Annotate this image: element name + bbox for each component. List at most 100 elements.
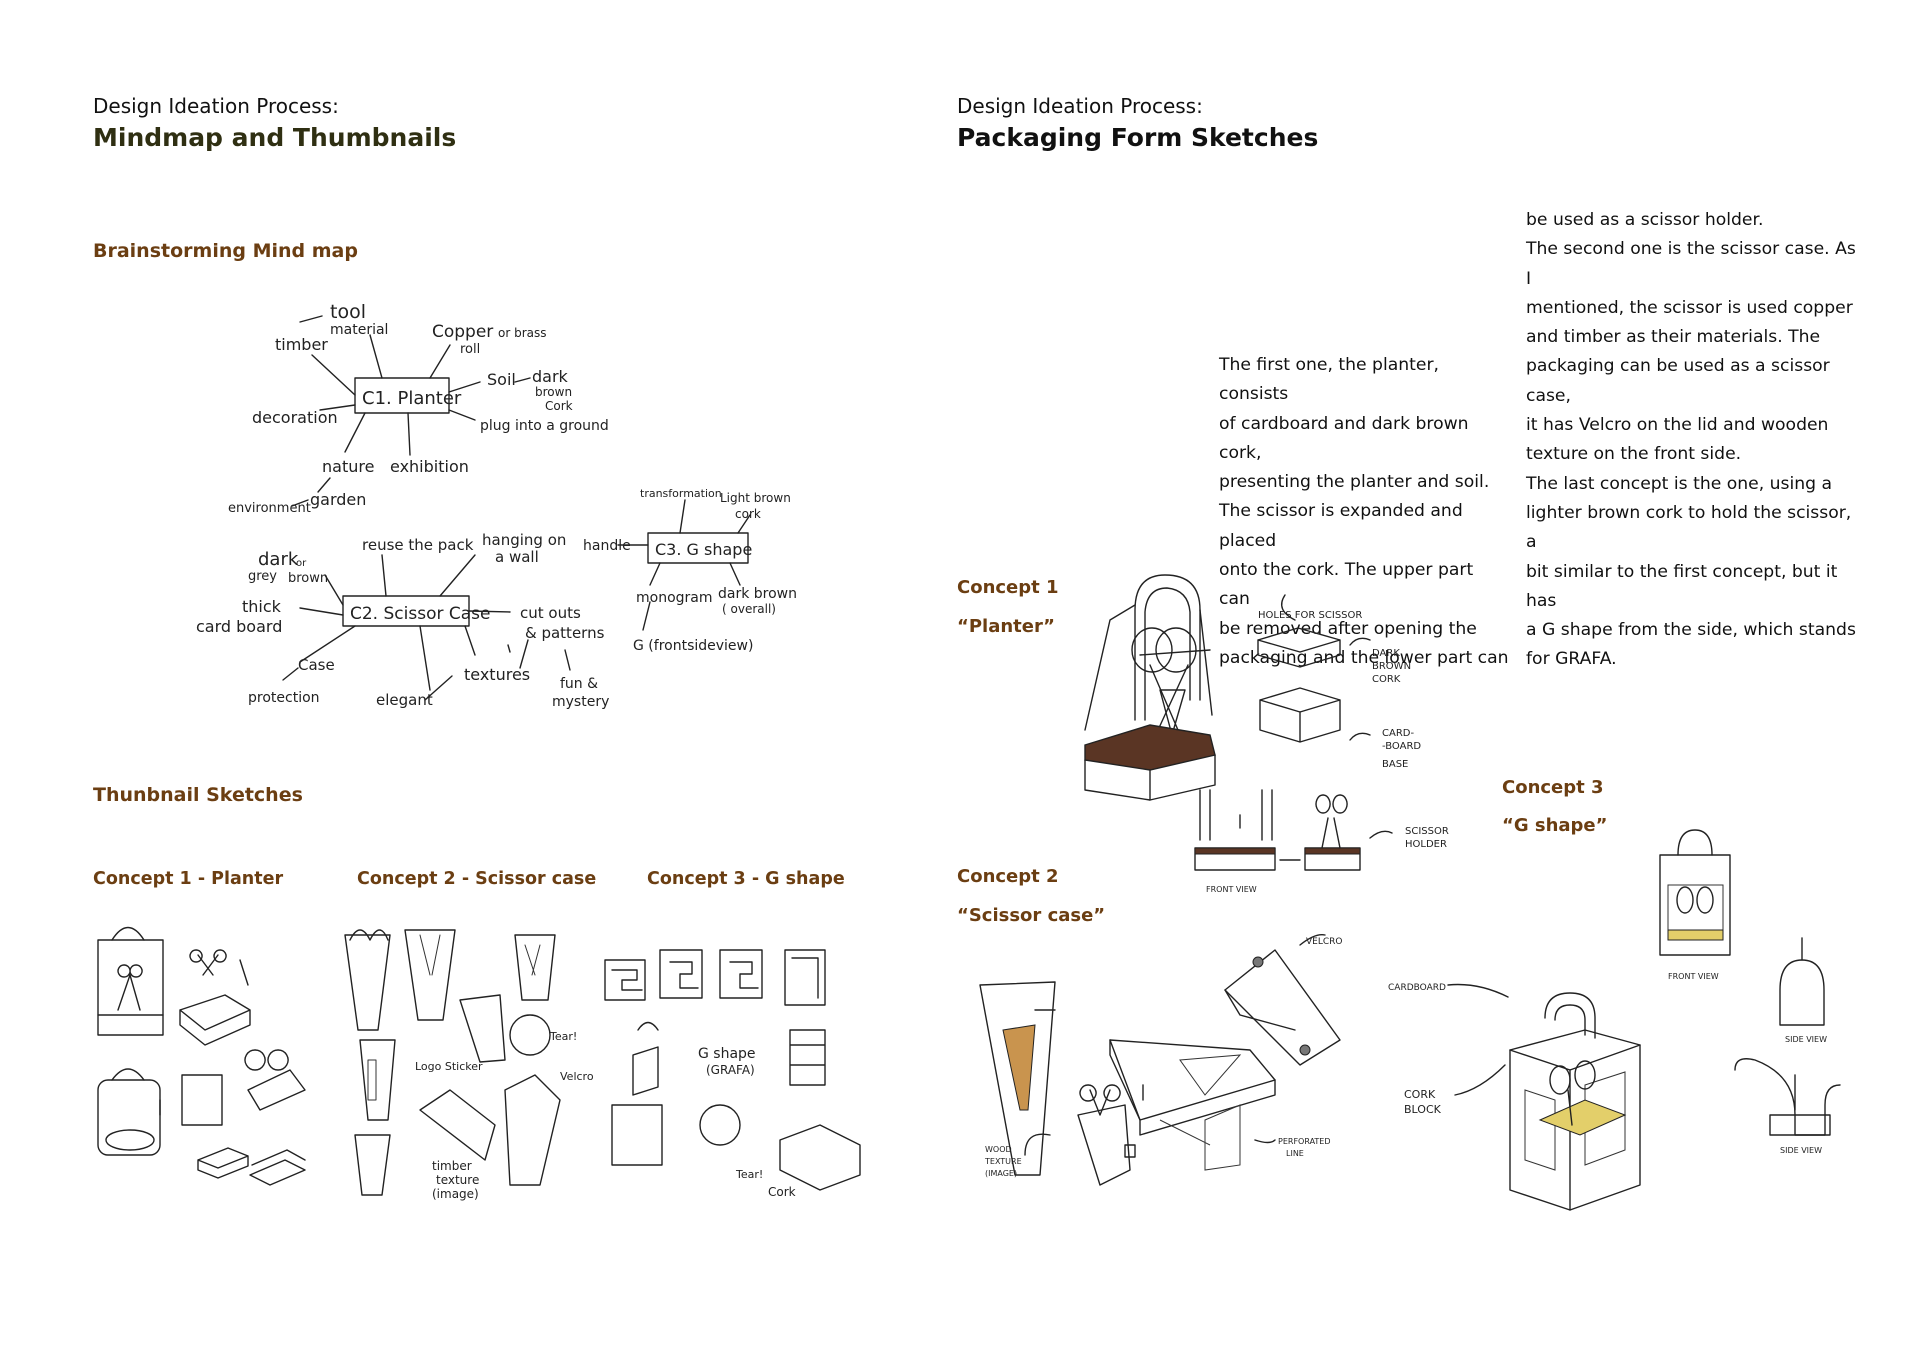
p2-line: bit similar to the first concept, but it… xyxy=(1526,561,1838,611)
word-copper: Copper xyxy=(432,322,493,342)
p1-line: presenting the planter and soil. xyxy=(1219,472,1490,493)
word-patterns: & patterns xyxy=(525,624,605,642)
concept3-name: “G shape” xyxy=(1502,815,1608,836)
p2-line: for GRAFA. xyxy=(1526,649,1617,670)
word-brown: brown xyxy=(535,385,572,399)
left-kicker: Design Ideation Process: xyxy=(93,94,339,118)
word-monogram: monogram xyxy=(636,590,713,606)
p1-line: be removed after opening the xyxy=(1219,618,1477,639)
thumb-texture: texture xyxy=(436,1173,479,1187)
note-block: BLOCK xyxy=(1404,1103,1442,1116)
thumb-tear: Tear! xyxy=(549,1030,577,1043)
word-nature: nature xyxy=(322,457,374,476)
word-case: Case xyxy=(298,656,335,674)
p1-line: The first one, the planter, consists xyxy=(1219,355,1440,405)
thumb-cork: Cork xyxy=(768,1185,796,1199)
note-cardboard: CARDBOARD xyxy=(1388,983,1446,993)
concept2-name: “Scissor case” xyxy=(957,905,1106,926)
word-brown2: brown xyxy=(288,571,328,586)
note-side-view: SIDE VIEW xyxy=(1785,1035,1827,1044)
note-card: CARD- xyxy=(1382,728,1414,739)
word-protection: protection xyxy=(248,690,320,706)
word-g-front: G (frontsideview) xyxy=(633,638,753,654)
word-handle: handle xyxy=(583,538,631,554)
thumb-concept2-label: Concept 2 - Scissor case xyxy=(357,869,597,889)
word-textures: textures xyxy=(464,665,530,684)
thumb-tear2: Tear! xyxy=(735,1168,763,1181)
right-kicker: Design Ideation Process: xyxy=(957,94,1203,118)
p2-line: texture on the front side. xyxy=(1526,444,1742,465)
note-front-view: FRONT VIEW xyxy=(1206,885,1257,894)
thumb-concept3-label: Concept 3 - G shape xyxy=(647,869,845,889)
note-front-view2: FRONT VIEW xyxy=(1668,972,1719,981)
note-wood: WOOD xyxy=(985,1145,1012,1154)
word-grey: grey xyxy=(248,569,277,584)
word-cork2: cork xyxy=(735,507,761,521)
word-a-wall: a wall xyxy=(495,548,539,566)
right-page-title: Packaging Form Sketches xyxy=(957,123,1319,152)
c3-box xyxy=(647,532,749,564)
note-brown: BROWN xyxy=(1372,661,1411,672)
note-texture: TEXTURE xyxy=(984,1157,1022,1166)
word-cork: Cork xyxy=(545,399,573,413)
p2-line: The last concept is the one, using a xyxy=(1526,473,1833,494)
thumb-velcro: Velcro xyxy=(560,1070,594,1083)
word-or: or xyxy=(296,558,307,569)
note-cork-cap: CORK xyxy=(1404,1088,1436,1101)
word-fun: fun & xyxy=(560,676,598,692)
note-perforated: PERFORATED xyxy=(1278,1137,1331,1146)
word-transformation: transformation xyxy=(640,487,722,500)
concept1-name: “Planter” xyxy=(957,616,1056,637)
word-tool: tool xyxy=(330,301,366,323)
word-soil: Soil xyxy=(487,370,516,389)
thumbs-concept2 xyxy=(344,929,561,1196)
c1-label: C1. Planter xyxy=(362,388,462,409)
p1-line: onto the cork. The upper part can xyxy=(1219,560,1474,610)
left-page-title: Mindmap and Thumbnails xyxy=(93,123,457,152)
mind-map-lines xyxy=(282,315,751,701)
word-plug: plug into a ground xyxy=(480,418,609,434)
g-shape-sketch xyxy=(1447,829,1841,1211)
concept1-label: Concept 1 xyxy=(957,577,1059,598)
word-exhibition: exhibition xyxy=(390,457,469,476)
thumb-concept1-label: Concept 1 - Planter xyxy=(93,869,284,889)
note-image: (IMAGE) xyxy=(985,1169,1017,1178)
word-dark-brown: dark brown xyxy=(718,586,797,602)
p2-line: packaging can be used as a scissor case, xyxy=(1526,356,1830,406)
p1-line: of cardboard and dark brown cork, xyxy=(1219,413,1469,463)
p2-line: a G shape from the side, which stands xyxy=(1526,620,1856,641)
word-overall: ( overall) xyxy=(722,602,776,616)
note-cork: CORK xyxy=(1372,674,1401,685)
p2-line: and timber as their materials. The xyxy=(1526,327,1821,348)
word-dark: dark xyxy=(532,367,569,386)
note-line: LINE xyxy=(1286,1149,1304,1158)
thumb-grafa: (GRAFA) xyxy=(706,1063,755,1077)
word-environment: environment xyxy=(228,501,311,516)
note-board: -BOARD xyxy=(1382,741,1421,752)
note-holder: HOLDER xyxy=(1405,839,1447,850)
mindmap-heading: Brainstorming Mind map xyxy=(93,240,358,262)
note-side-view2: SIDE VIEW xyxy=(1780,1146,1822,1155)
c3-label: C3. G shape xyxy=(655,540,752,559)
note-base: BASE xyxy=(1382,759,1408,770)
planter-sketch xyxy=(1084,574,1216,801)
planter-exploded xyxy=(1194,594,1393,871)
p2-line: lighter brown cork to hold the scissor, … xyxy=(1526,502,1852,553)
concept3-label: Concept 3 xyxy=(1502,777,1604,798)
word-reuse: reuse the pack xyxy=(362,536,474,554)
p1-line: The scissor is expanded and placed xyxy=(1219,501,1463,551)
word-dark2: dark xyxy=(258,549,299,570)
thumb-logo-sticker: Logo Sticker xyxy=(415,1060,483,1073)
thumb-timber: timber xyxy=(432,1159,472,1173)
word-thick: thick xyxy=(242,597,282,616)
word-timber: timber xyxy=(275,335,328,354)
word-garden: garden xyxy=(310,490,366,509)
scissor-case-sketch xyxy=(979,934,1341,1186)
note-dark: DARK xyxy=(1372,648,1400,659)
note-scissor: SCISSOR xyxy=(1405,826,1449,837)
p1-line: packaging and the lower part can xyxy=(1219,647,1509,668)
thumb-image: (image) xyxy=(432,1187,479,1201)
